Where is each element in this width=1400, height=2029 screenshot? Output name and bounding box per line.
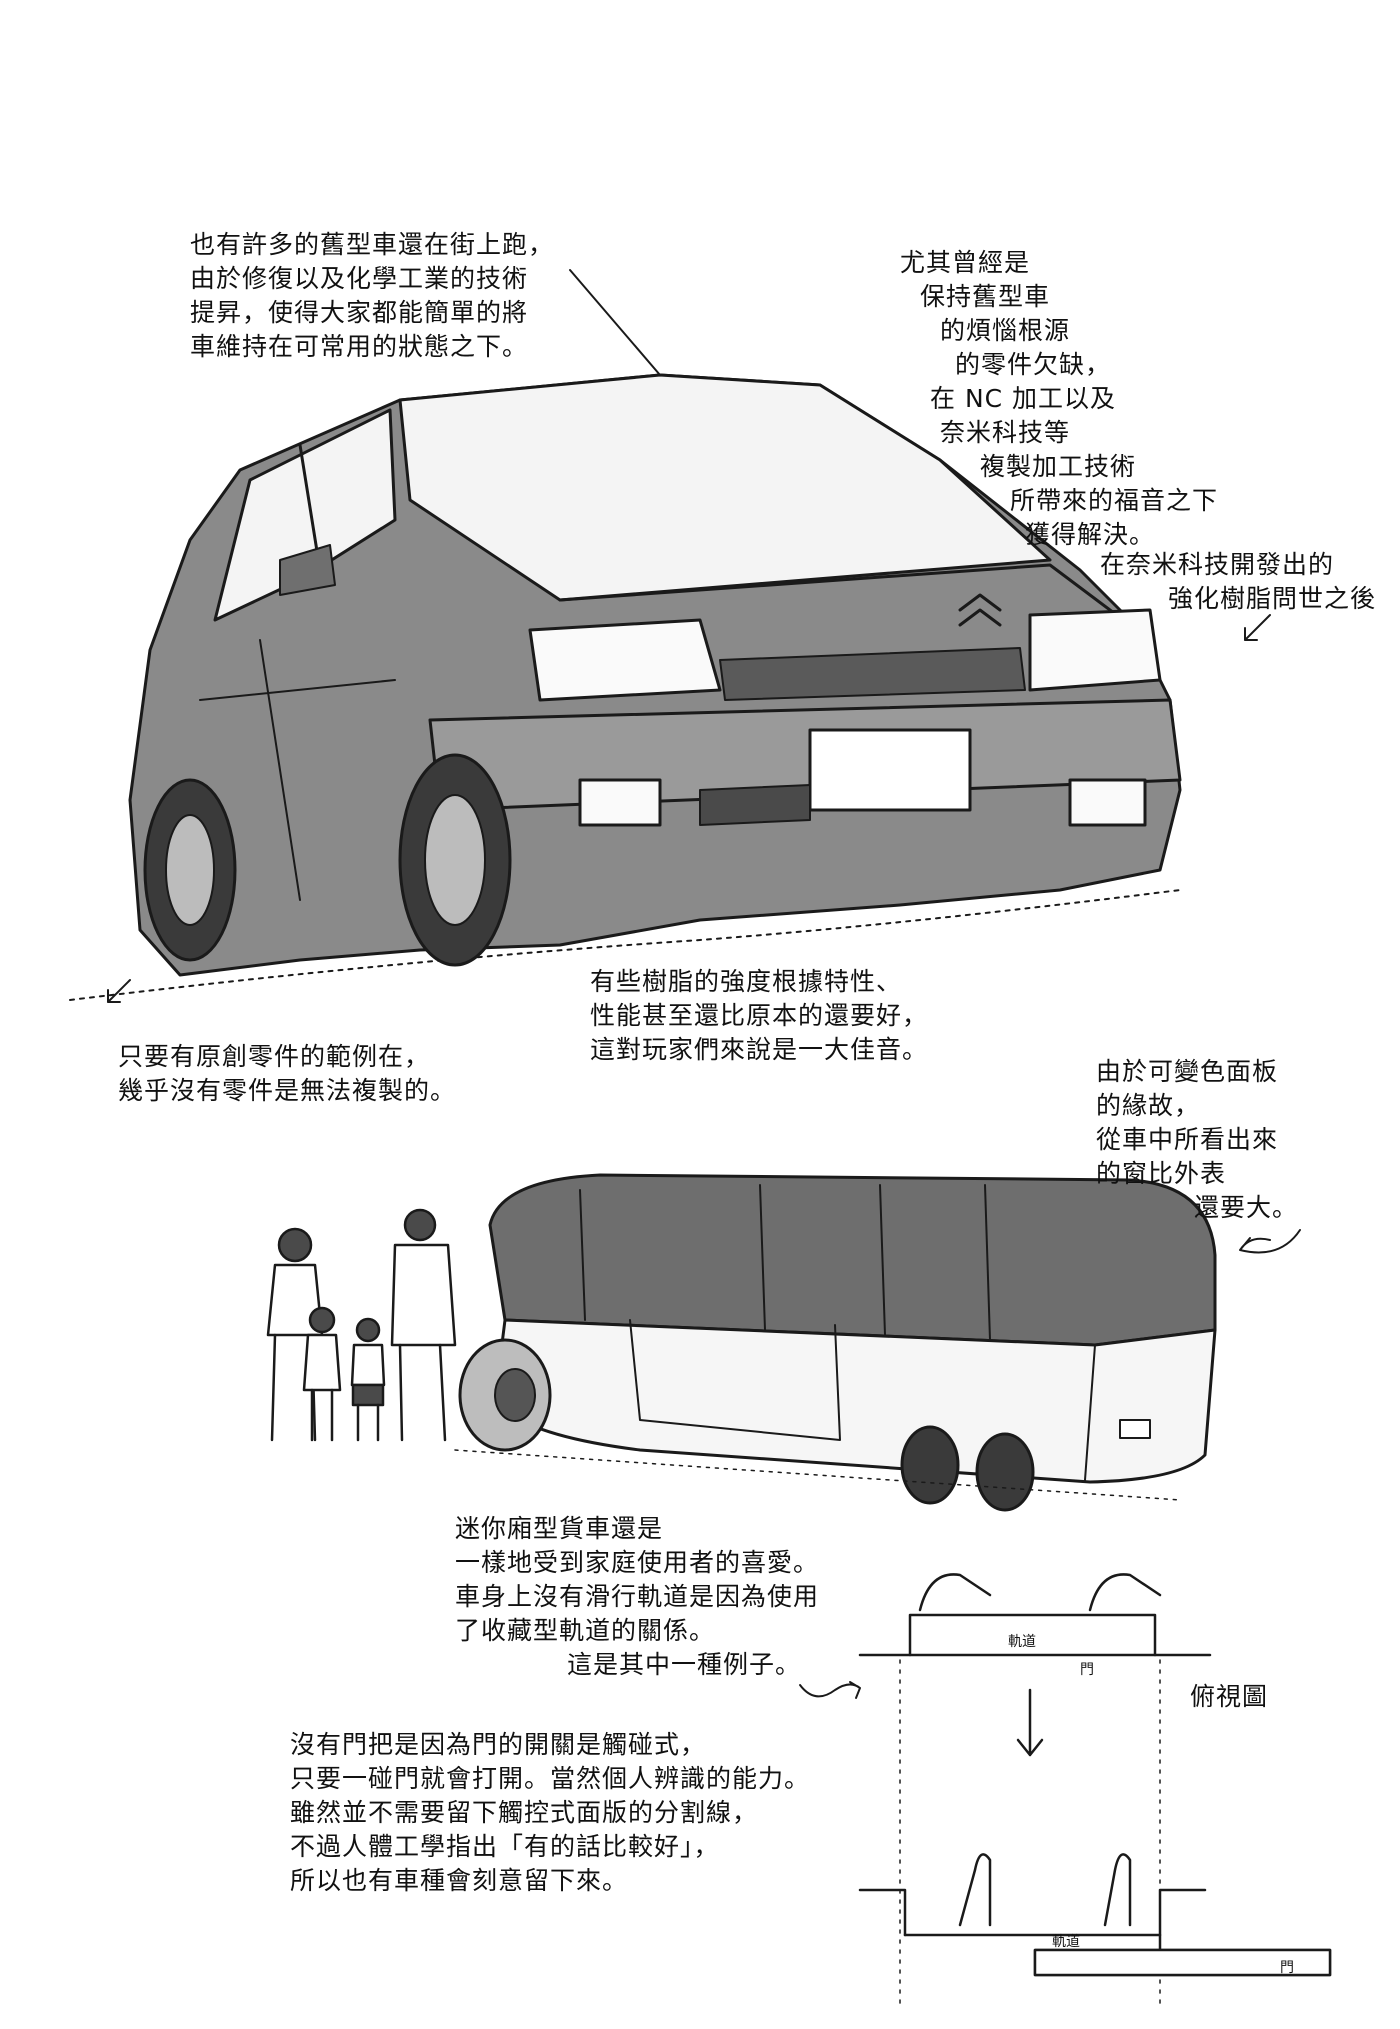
caption-line: 從車中所看出來 <box>1096 1125 1279 1154</box>
caption-line: 的零件欠缺， <box>955 350 1112 379</box>
caption-line: 這對玩家們來說是一大佳音。 <box>590 1035 929 1064</box>
future-minivan-illustration <box>454 1173 1217 1512</box>
caption-line: 雖然並不需要留下觸控式面版的分割線， <box>290 1798 759 1827</box>
rail-label-open: 軌道 <box>1052 1934 1080 1950</box>
sliding-door-diagram <box>858 1573 1332 2011</box>
caption-line: 獲得解決。 <box>1025 520 1156 549</box>
caption-color-panel: 由於可變色面板 的緣故， 從車中所看出來 的窗比外表 還要大。 <box>1096 1055 1298 1225</box>
caption-line: 保持舊型車 <box>920 282 1051 311</box>
caption-line: 奈米科技等 <box>940 418 1071 447</box>
caption-line: 沒有門把是因為門的開關是觸碰式， <box>290 1730 707 1759</box>
caption-line: 複製加工技術 <box>980 452 1137 481</box>
caption-line: 在奈米科技開發出的 <box>1100 550 1335 579</box>
caption-line: 只要一碰門就會打開。當然個人辨識的能力。 <box>290 1764 811 1793</box>
caption-line: 有些樹脂的強度根據特性、 <box>590 967 903 996</box>
caption-line: 車身上沒有滑行軌道是因為使用 <box>455 1582 820 1611</box>
caption-line: 了收藏型軌道的關係。 <box>455 1616 716 1645</box>
caption-line: 的窗比外表 <box>1096 1159 1227 1188</box>
door-label-closed: 門 <box>1080 1662 1094 1678</box>
caption-line: 幾乎沒有零件是無法複製的。 <box>118 1076 457 1105</box>
down-arrow-icon <box>1016 1688 1044 1757</box>
caption-minivan: 迷你廂型貨車還是 一樣地受到家庭使用者的喜愛。 車身上沒有滑行軌道是因為使用 了… <box>455 1512 819 1682</box>
caption-line: 提昇，使得大家都能簡單的將 <box>190 298 529 327</box>
caption-line: 由於可變色面板 <box>1096 1057 1279 1086</box>
caption-originals: 只要有原創零件的範例在， 幾乎沒有零件是無法複製的。 <box>118 1040 456 1108</box>
pointer-arrow-icon <box>107 614 1301 1699</box>
caption-line: 所帶來的福音之下 <box>1010 486 1219 515</box>
caption-line: 性能甚至還比原本的還要好， <box>590 1001 929 1030</box>
caption-line: 的緣故， <box>1096 1091 1201 1120</box>
caption-line: 由於修復以及化學工業的技術 <box>190 264 529 293</box>
caption-resin-strength: 有些樹脂的強度根據特性、 性能甚至還比原本的還要好， 這對玩家們來說是一大佳音。 <box>590 965 928 1067</box>
caption-line: 迷你廂型貨車還是 <box>455 1514 664 1543</box>
caption-line: 這是其中一種例子。 <box>567 1650 802 1679</box>
caption-line: 一樣地受到家庭使用者的喜愛。 <box>455 1548 820 1577</box>
caption-resin: 在奈米科技開發出的 強化樹脂問世之後 <box>1100 548 1376 616</box>
family-illustration <box>266 1208 457 1442</box>
caption-line: 尤其曾經是 <box>900 248 1031 277</box>
caption-line: 的煩惱根源 <box>940 316 1071 345</box>
rail-label-closed: 軌道 <box>1008 1634 1036 1650</box>
caption-line: 在 NC 加工以及 <box>930 384 1117 413</box>
caption-line: 不過人體工學指出「有的話比較好」， <box>290 1832 720 1861</box>
caption-line: 還要大。 <box>1194 1193 1299 1222</box>
caption-line: 所以也有車種會刻意留下來。 <box>290 1866 629 1895</box>
caption-line: 強化樹脂問世之後 <box>1168 584 1377 613</box>
caption-door-handles: 沒有門把是因為門的開關是觸碰式， 只要一碰門就會打開。當然個人辨識的能力。 雖然… <box>290 1728 810 1898</box>
caption-line: 也有許多的舊型車還在街上跑， <box>190 230 555 259</box>
caption-line: 只要有原創零件的範例在， <box>118 1042 431 1071</box>
caption-old-cars: 也有許多的舊型車還在街上跑， 由於修復以及化學工業的技術 提昇，使得大家都能簡單… <box>190 228 554 364</box>
caption-line: 車維持在可常用的狀態之下。 <box>190 332 529 361</box>
hatchback-car-illustration <box>69 269 1182 1001</box>
door-label-open: 門 <box>1280 1960 1294 1976</box>
top-view-label: 俯視圖 <box>1190 1682 1269 1711</box>
caption-parts: 尤其曾經是 保持舊型車 的煩惱根源 的零件欠缺， 在 NC 加工以及 奈米科技等… <box>900 246 1218 552</box>
